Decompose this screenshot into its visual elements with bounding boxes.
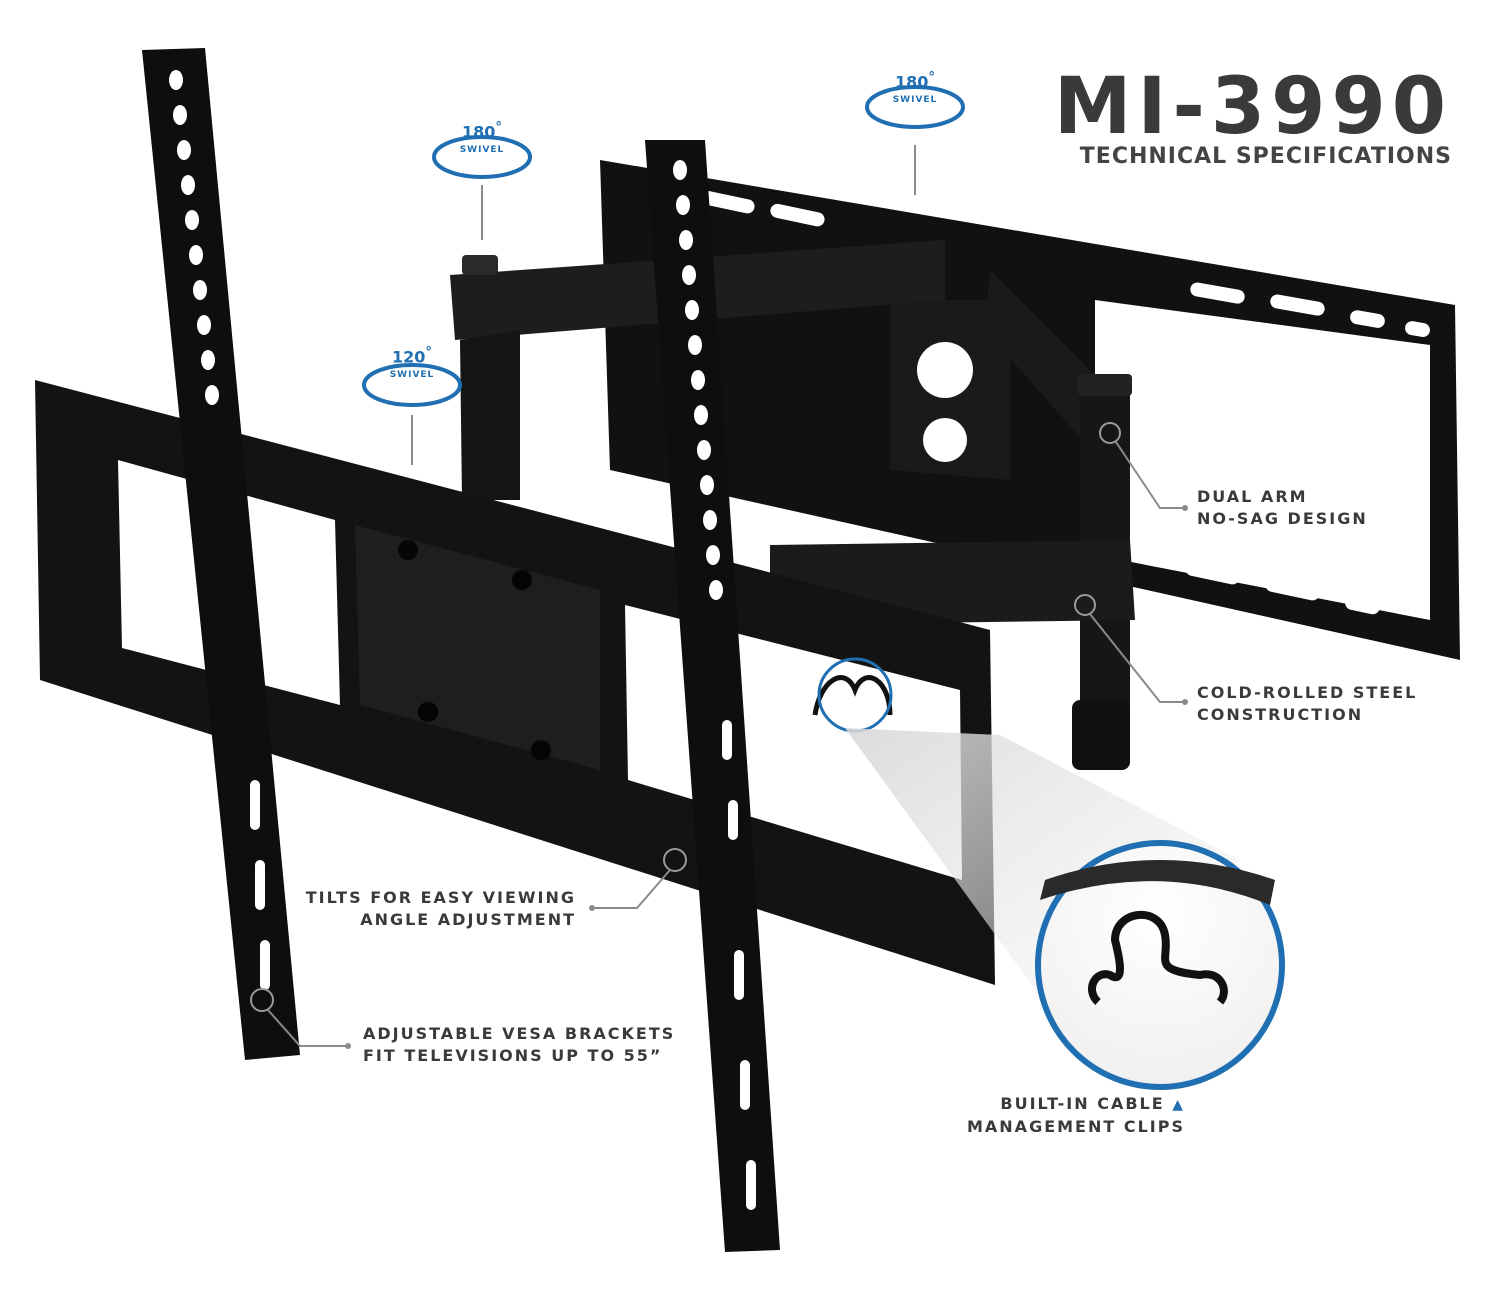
vesa-bracket-left	[142, 48, 300, 1060]
vesa-bracket-right	[645, 140, 780, 1252]
leader-lines	[250, 145, 1185, 1047]
callout-cable: BUILT-IN CABLE ▲ MANAGEMENT CLIPS	[966, 1094, 1185, 1136]
swivel-label-tv: 120° SWIVEL	[389, 345, 435, 381]
zoom-detail	[1035, 840, 1285, 1090]
swivel-label-upper: 180° SWIVEL	[459, 120, 505, 156]
swivel-arrows	[362, 85, 965, 407]
page-subtitle: TECHNICAL SPECIFICATIONS	[1079, 144, 1452, 169]
swivel-label-wall: 180° SWIVEL	[892, 70, 938, 106]
zoom-cone	[845, 728, 1240, 1010]
model-title: MI-3990	[1053, 62, 1452, 152]
triangle-up-icon: ▲	[1172, 1097, 1185, 1113]
